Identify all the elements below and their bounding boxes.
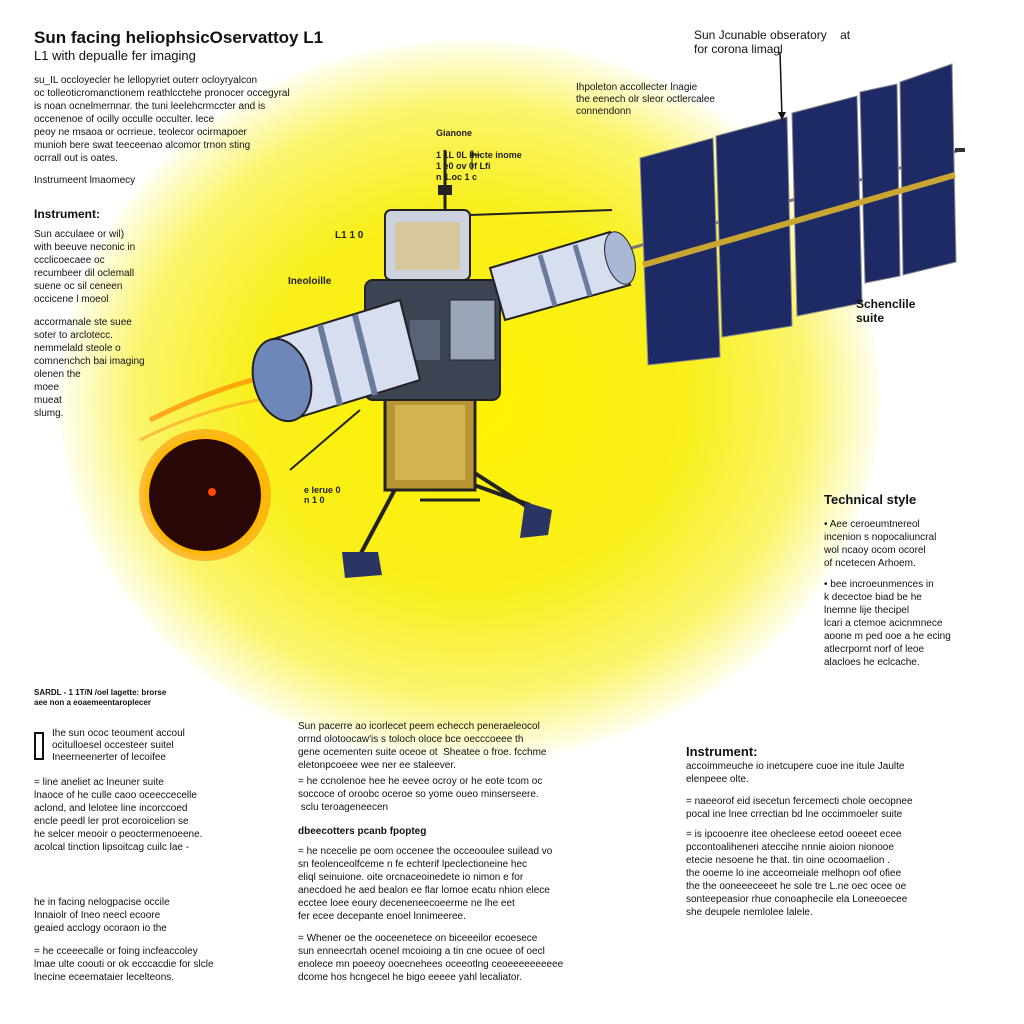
column2-intro: Sun pacerre ao icorlecet peem echecch pe… <box>298 721 547 771</box>
technical-style-block-1: • Aee ceroeumtnereol incenion s nopocali… <box>824 519 937 569</box>
l1-callout: L1 1 0 <box>335 230 364 241</box>
column1-block-d: = he cceeecalle or foing incfeaccoley lm… <box>34 946 214 983</box>
page-title: Sun facing heliophsicOservattoy L1 <box>34 28 324 47</box>
instrument-callout: Ineoloille <box>288 276 332 287</box>
technical-style-block-2: • bee incroeunmences in k decectoe biad … <box>824 579 951 668</box>
technical-style-heading: Technical style <box>824 492 917 507</box>
instrument-mosaic-caption: Instrumeent lmaomecy <box>34 175 136 186</box>
occulter-callout: Ihpoleton accollecter lnagie the eenech … <box>576 82 715 117</box>
occulter-tube <box>251 298 422 423</box>
column2-block-d: = Whener oe the ooceenetece on biceeeilo… <box>298 933 564 983</box>
right-block-c: = is ipcooenre itee ohecleese eetod ooee… <box>686 829 908 918</box>
left-heading: Instrument: <box>34 207 100 221</box>
sun-disc <box>139 367 301 561</box>
page-subtitle: L1 with depualle fer imaging <box>34 48 196 63</box>
solar-array <box>624 63 965 366</box>
left-block-2: accormanale ste suee soter to arclotecc.… <box>34 317 145 419</box>
top-right-callout: Sun Jcunable obseratory at for corona li… <box>694 28 851 56</box>
comms-callout: Gianone 1 1L 0L Ihicte inome 1 e0 ov 0f … <box>436 128 522 182</box>
column2-block-b: = he ccnolenoe hee he eevee ocroy or he … <box>298 776 543 813</box>
column1-block-c: he in facing nelogpacise occile Innaiolr… <box>34 897 170 934</box>
lower-module-callout: e Ierue 0 n 1 0 <box>304 485 341 505</box>
right-block-b: = naeeorof eid isecetun fercemecti chole… <box>686 796 913 820</box>
column2-heading: dbeecotters pcanb fpopteg <box>298 826 427 837</box>
intro-text: su_IL occloyecler he lellopyriet outerr … <box>34 75 290 164</box>
column2-block-c: = he ncecelie pe oom occenee the occeoou… <box>298 846 553 922</box>
schematic-callout: Schenclile suite <box>856 297 916 325</box>
right-block-a: accoimmeuche io inetcupere cuoe ine itul… <box>686 761 905 785</box>
section-marker <box>34 732 44 760</box>
right-instrument-heading: Instrument: <box>686 744 758 759</box>
spacecraft-body <box>251 150 636 578</box>
column1-intro: Ihe sun ococ teoument accoul ocitulloese… <box>52 728 185 763</box>
column1-block-b: = line aneliet ac lneuner suite lnaoce o… <box>34 777 203 853</box>
left-block-1: Sun acculaee or wil) with beeuve neconic… <box>34 229 136 305</box>
footer-meta: SARDL - 1 1T/N /oel lagette: brorse aee … <box>34 688 167 707</box>
